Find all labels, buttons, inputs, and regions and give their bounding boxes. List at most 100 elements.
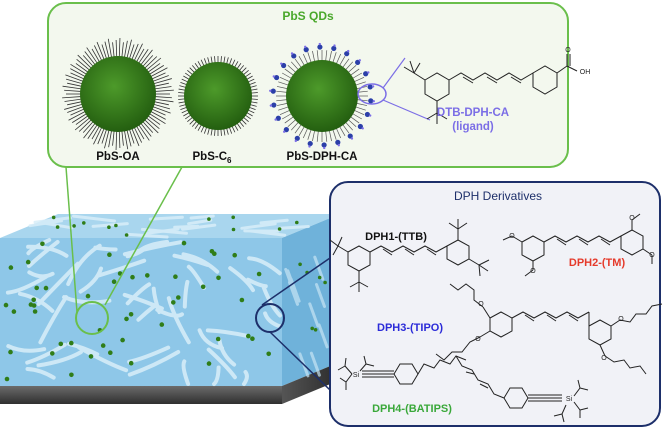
qd-dot: [86, 294, 91, 299]
dph3-label: DPH3-(TIPO): [377, 322, 443, 334]
qd-dot-side: [314, 328, 318, 332]
dph-ligand-tail: [362, 127, 364, 129]
dph-ligand-tail: [304, 46, 306, 48]
qd-dot-top: [125, 233, 129, 237]
qds-panel-title: PbS QDs: [282, 9, 334, 23]
qd-dot: [130, 275, 135, 280]
qd-dot: [201, 285, 206, 290]
dph-ligand-tail: [333, 44, 335, 46]
qd-dot-top: [278, 227, 282, 231]
dph-ligand-head: [308, 141, 313, 146]
dph-ligand-tail: [323, 147, 325, 149]
dph-ligand-tail: [319, 43, 321, 45]
qd-dot-top: [72, 224, 76, 228]
dph-ligand-head: [304, 47, 309, 52]
dph3-o2: O: [475, 336, 481, 343]
qd-dot: [69, 373, 74, 378]
film-block: [0, 214, 340, 404]
qd-dot-top: [52, 216, 56, 220]
dph-ligand-tail: [274, 118, 276, 120]
dph3-o1: O: [478, 301, 484, 308]
dph-ligand-tail: [359, 59, 361, 61]
dph1-label: DPH1-(TTB): [365, 231, 427, 243]
qd-dot: [33, 309, 38, 314]
qd-dot: [212, 251, 217, 256]
qd-dot: [257, 272, 262, 277]
qd-dot: [171, 300, 176, 305]
dph-ligand-head: [271, 89, 276, 94]
qd-dot: [44, 286, 49, 291]
qd-dot: [31, 298, 36, 303]
dph-ligand-head: [368, 84, 373, 89]
fibril-strand-top: [150, 217, 182, 219]
qd-label-c6: PbS-C6: [193, 151, 233, 165]
qd-dot-side: [310, 327, 314, 331]
qd-dot-top: [107, 225, 111, 229]
qd-dot-side: [323, 281, 327, 285]
dph-ligand-head: [271, 102, 276, 107]
qd-dot: [216, 276, 221, 281]
dph3-o4: O: [601, 355, 607, 362]
dph3-o3: O: [618, 316, 624, 323]
qd-dot: [124, 317, 129, 322]
dph2-o4: O: [649, 252, 655, 259]
dph4-si2: Si: [566, 396, 573, 403]
qd-dot: [89, 354, 94, 359]
dph4-label: DPH4-(BATIPS): [372, 403, 452, 415]
dph2-label: DPH2-(TM): [569, 257, 626, 269]
qd-dot: [232, 253, 237, 258]
qd-dot-top: [295, 221, 299, 225]
qd-dot-side: [318, 276, 322, 280]
dph-ligand-tail: [351, 137, 353, 139]
dph4-si1: Si: [353, 372, 360, 379]
ligand-note: (ligand): [452, 121, 494, 133]
qd-dot: [9, 265, 14, 270]
qd-dot: [69, 341, 74, 346]
dph-ligand-tail: [269, 90, 271, 92]
dph-ligand-tail: [295, 140, 297, 142]
qd-dot: [129, 312, 134, 317]
dph2-o3: O: [629, 215, 635, 222]
qd-dot: [26, 260, 31, 265]
qd-particle-c6: [178, 56, 258, 136]
qd-dot: [5, 377, 10, 382]
dph2-o2: O: [530, 268, 536, 275]
qd-dot: [101, 343, 106, 348]
dph-ligand-tail: [347, 50, 349, 52]
dph-ligand-head: [368, 98, 373, 103]
qd-dot: [107, 252, 112, 257]
qd-dot: [207, 361, 212, 366]
qd-dot: [29, 302, 34, 307]
dph-panel-frame: [330, 182, 660, 426]
qd-dot: [240, 298, 245, 303]
dph-ligand-tail: [283, 131, 285, 133]
qd-dot: [266, 352, 271, 357]
substrate-front: [0, 386, 282, 404]
qd-dot-top: [114, 224, 118, 228]
qd-dot: [173, 274, 178, 279]
qd-dot-side: [298, 263, 302, 267]
qd-dot: [120, 338, 125, 343]
ligand-carbonyl-o: O: [565, 47, 571, 54]
qd-dot: [182, 241, 187, 246]
dph-ligand-tail: [291, 52, 293, 54]
dph2-o1: O: [509, 233, 515, 240]
qd-dot: [50, 351, 55, 356]
dph-ligand-tail: [280, 62, 282, 64]
dph-ligand-tail: [373, 100, 375, 102]
qd-dot: [59, 342, 64, 347]
dph-ligand-tail: [273, 75, 275, 77]
qd-core-dph-ca: [286, 60, 358, 132]
dph-ligand-tail: [367, 71, 369, 73]
dph-ligand-tail: [270, 104, 272, 106]
qd-dot-top: [232, 228, 236, 232]
dph-ligand-tail: [308, 145, 310, 147]
qd-dot-top: [231, 216, 235, 220]
qd-dot-top: [207, 217, 211, 221]
qd-dot: [129, 361, 134, 366]
qd-dot: [12, 309, 17, 314]
dph-ligand-tail: [369, 114, 371, 116]
qd-dot: [8, 350, 13, 355]
dph-panel-title: DPH Derivatives: [454, 189, 542, 203]
